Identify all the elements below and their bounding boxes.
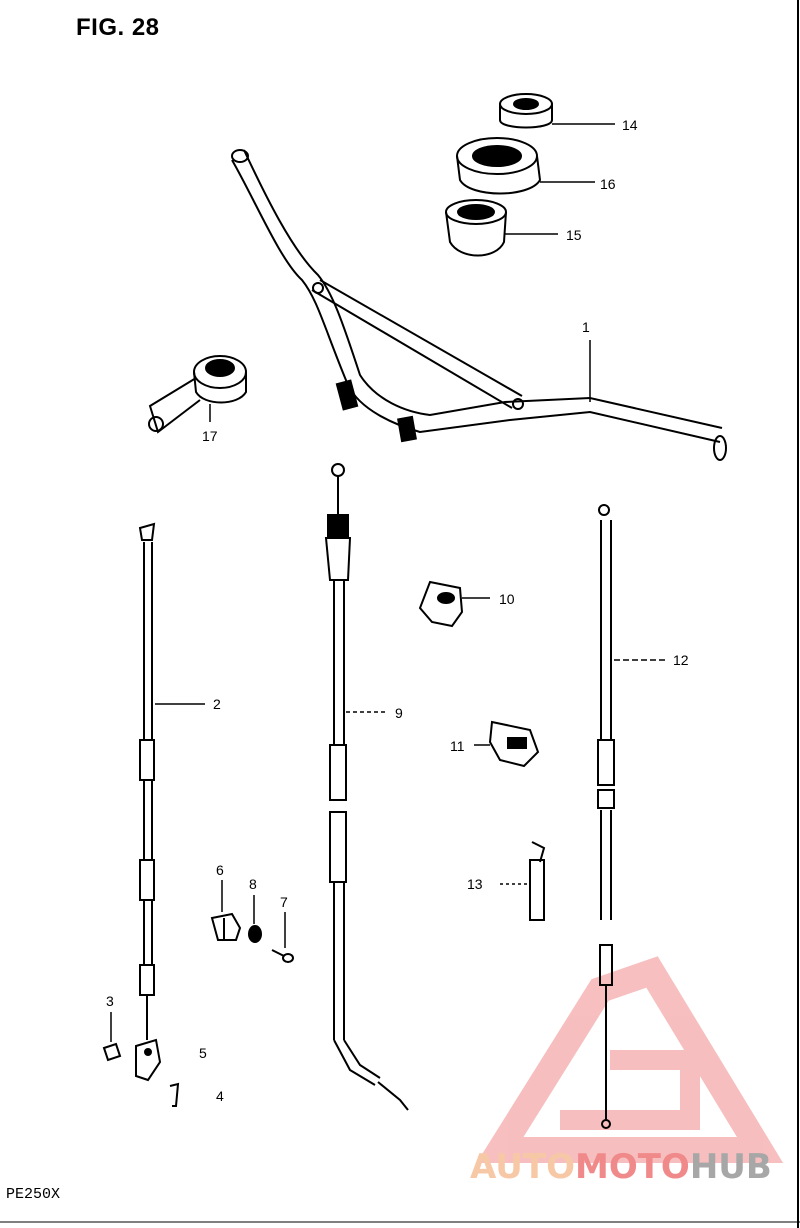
grip-rubber-14 <box>499 93 553 129</box>
model-code: PE250X <box>6 1186 61 1203</box>
callout-7: 7 <box>280 894 288 910</box>
watermark-text: AUTOMOTOHUB <box>470 1147 772 1187</box>
callout-8: 8 <box>249 876 257 892</box>
callout-12: 12 <box>673 652 689 668</box>
bearing-15 <box>445 199 507 257</box>
washer-8 <box>248 925 262 943</box>
lever-5 <box>135 1038 162 1082</box>
cable-clamp-10 <box>418 580 464 628</box>
holder-6 <box>210 912 242 941</box>
watermark-logo <box>476 956 784 1163</box>
callout-5: 5 <box>199 1045 207 1061</box>
callout-10: 10 <box>499 591 515 607</box>
watermark-text-hub: HUB <box>690 1147 772 1187</box>
screw-7 <box>271 949 294 963</box>
callout-17: 17 <box>202 428 218 444</box>
callout-1: 1 <box>582 319 590 335</box>
figure-title: FIG. 28 <box>76 14 160 41</box>
callout-14: 14 <box>622 117 638 133</box>
callout-16: 16 <box>600 176 616 192</box>
watermark-text-auto: AUTO <box>470 1147 575 1187</box>
callout-2: 2 <box>213 696 221 712</box>
callout-13: 13 <box>467 876 483 892</box>
callout-3: 3 <box>106 993 114 1009</box>
cable-guide-11 <box>488 720 540 768</box>
handlebar <box>231 149 727 461</box>
callout-9: 9 <box>395 705 403 721</box>
seal-ring-16 <box>456 137 542 195</box>
callout-4: 4 <box>216 1088 224 1104</box>
callout-11: 11 <box>450 738 465 754</box>
callout-6: 6 <box>216 862 224 878</box>
bolt-3 <box>102 1042 122 1062</box>
brake-cable-2 <box>138 522 156 1040</box>
callout-15: 15 <box>566 227 582 243</box>
throttle-assembly-17 <box>148 355 247 434</box>
pin-4 <box>169 1082 180 1107</box>
watermark-text-moto: MOTO <box>575 1147 690 1187</box>
throttle-cable-12 <box>597 504 615 1129</box>
cable-boot-13 <box>529 841 546 921</box>
clutch-cable-9 <box>324 463 409 1111</box>
